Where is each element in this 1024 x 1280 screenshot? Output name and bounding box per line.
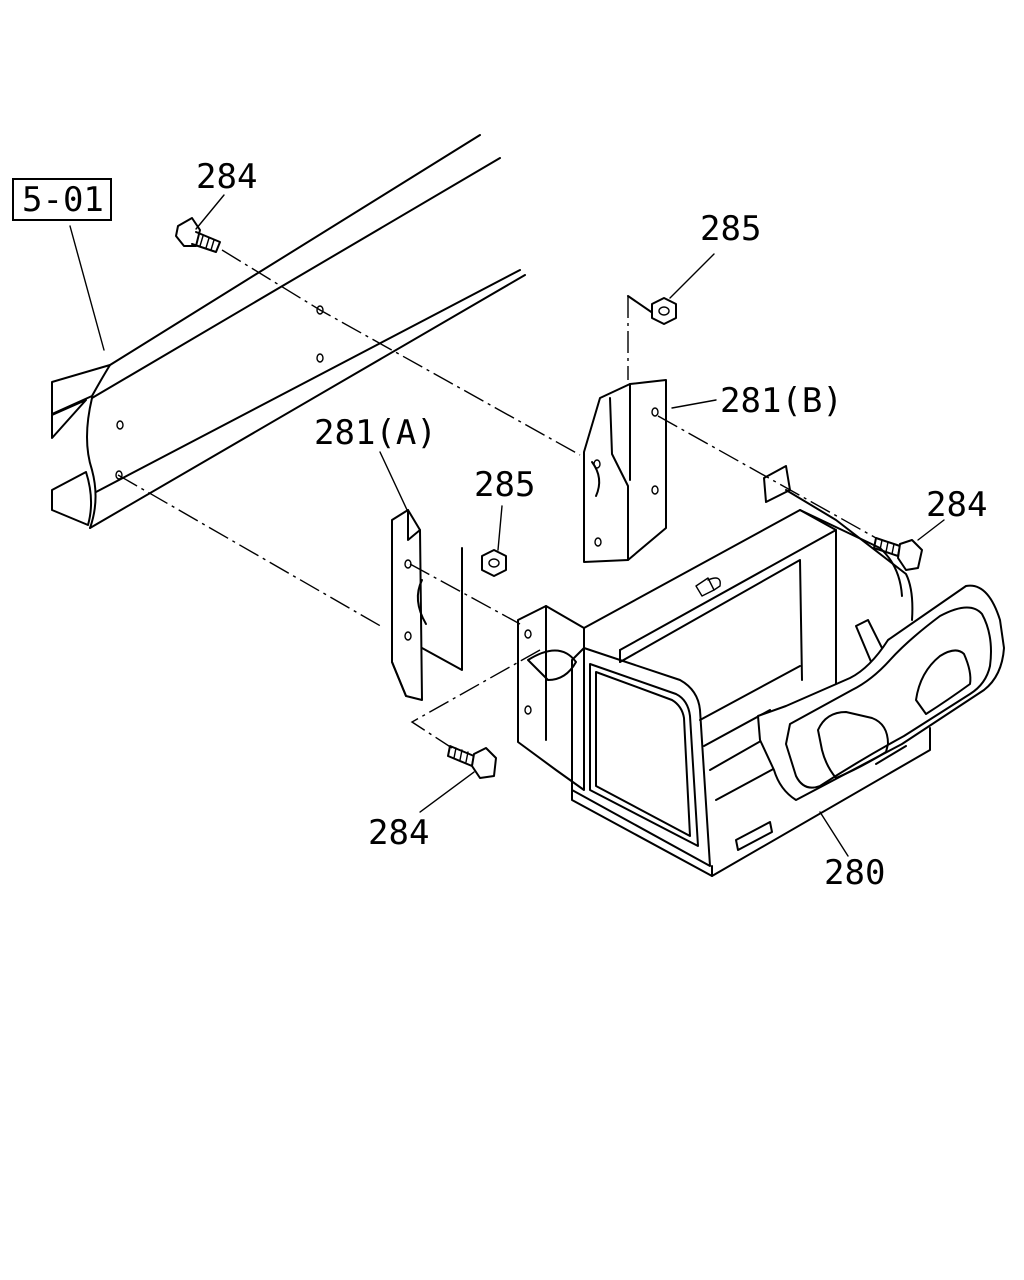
bolt-top-left-icon[interactable] xyxy=(175,217,221,253)
callout-280[interactable]: 280 xyxy=(824,853,886,893)
bracket-a-axis xyxy=(409,563,521,625)
bolt-right-leader xyxy=(917,519,945,541)
callout-285-top[interactable]: 285 xyxy=(700,209,762,249)
callout-281-b[interactable]: 281(B) xyxy=(720,381,843,421)
bracket-a-icon[interactable] xyxy=(391,509,463,701)
bracket-a-leader xyxy=(379,451,409,513)
reference-leader xyxy=(69,225,105,351)
bolt-right-icon[interactable] xyxy=(873,537,923,571)
bracket-b-icon[interactable] xyxy=(583,379,667,563)
reference-box[interactable]: 5-01 xyxy=(12,178,112,221)
bolt-bottom-axis xyxy=(410,649,541,749)
bolt-top-left-axis xyxy=(221,249,581,456)
callout-284-bottom[interactable]: 284 xyxy=(368,813,430,853)
bolt-bottom-icon[interactable] xyxy=(447,745,497,779)
bracket-b-leader xyxy=(671,399,717,409)
bolt-top-left-leader xyxy=(195,194,225,230)
reference-label: 5-01 xyxy=(22,180,104,220)
nut-middle-leader xyxy=(497,505,503,551)
frame-lower-axis xyxy=(117,474,385,629)
callout-284-top-left[interactable]: 284 xyxy=(196,157,258,197)
callout-284-right[interactable]: 284 xyxy=(926,485,988,525)
frame-rail xyxy=(51,134,526,529)
nut-middle-icon[interactable] xyxy=(481,549,507,577)
bolt-bottom-leader xyxy=(419,771,475,813)
battery-box-icon[interactable] xyxy=(517,465,1005,877)
nut-top-icon[interactable] xyxy=(651,297,677,325)
callout-281-a[interactable]: 281(A) xyxy=(314,413,437,453)
nut-top-leader xyxy=(669,253,715,299)
callout-285-middle[interactable]: 285 xyxy=(474,465,536,505)
battery-box-leader xyxy=(819,811,849,857)
